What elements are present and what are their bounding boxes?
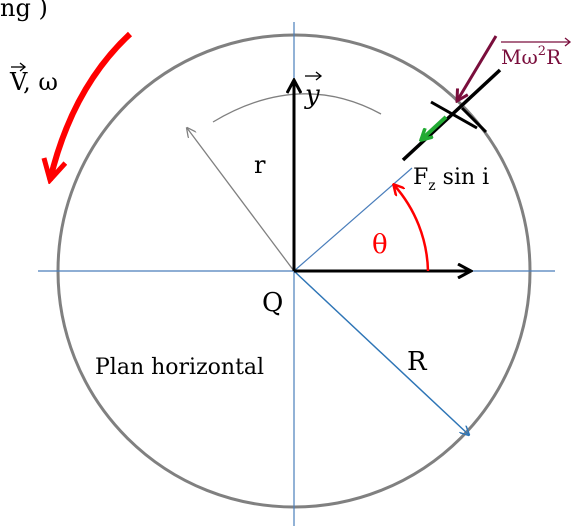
radius-R-arrow: [293, 270, 469, 435]
theta-arc: [394, 185, 430, 272]
radius-r-arc: [212, 93, 382, 123]
wheel-cross-line: [430, 100, 478, 130]
radius-R-label: R: [407, 347, 428, 377]
velocity-vector-head: [19, 62, 27, 72]
wheel-tick-line: [460, 106, 488, 134]
y-axis-label: y: [304, 80, 320, 110]
y-vector-head: [315, 71, 323, 81]
centrifugal-force-arrow: [457, 35, 498, 101]
center-label: Q: [262, 288, 283, 318]
centrifugal-vector-head: [564, 37, 572, 47]
theta-label: θ: [372, 230, 388, 260]
force-label: Fz sin i: [413, 165, 489, 194]
lateral-force-arrow: [421, 115, 448, 140]
radius-r-arrow: [187, 128, 295, 272]
radial-direction-line: [293, 167, 413, 272]
velocity-label: V, ω: [9, 68, 58, 96]
plane-label: Plan horizontal: [95, 355, 264, 380]
centrifugal-label: Mω2R: [501, 44, 562, 69]
radius-r-label: r: [254, 151, 266, 179]
rotation-arrow: [50, 31, 133, 180]
top-fragment-label: ng ): [0, 0, 48, 22]
